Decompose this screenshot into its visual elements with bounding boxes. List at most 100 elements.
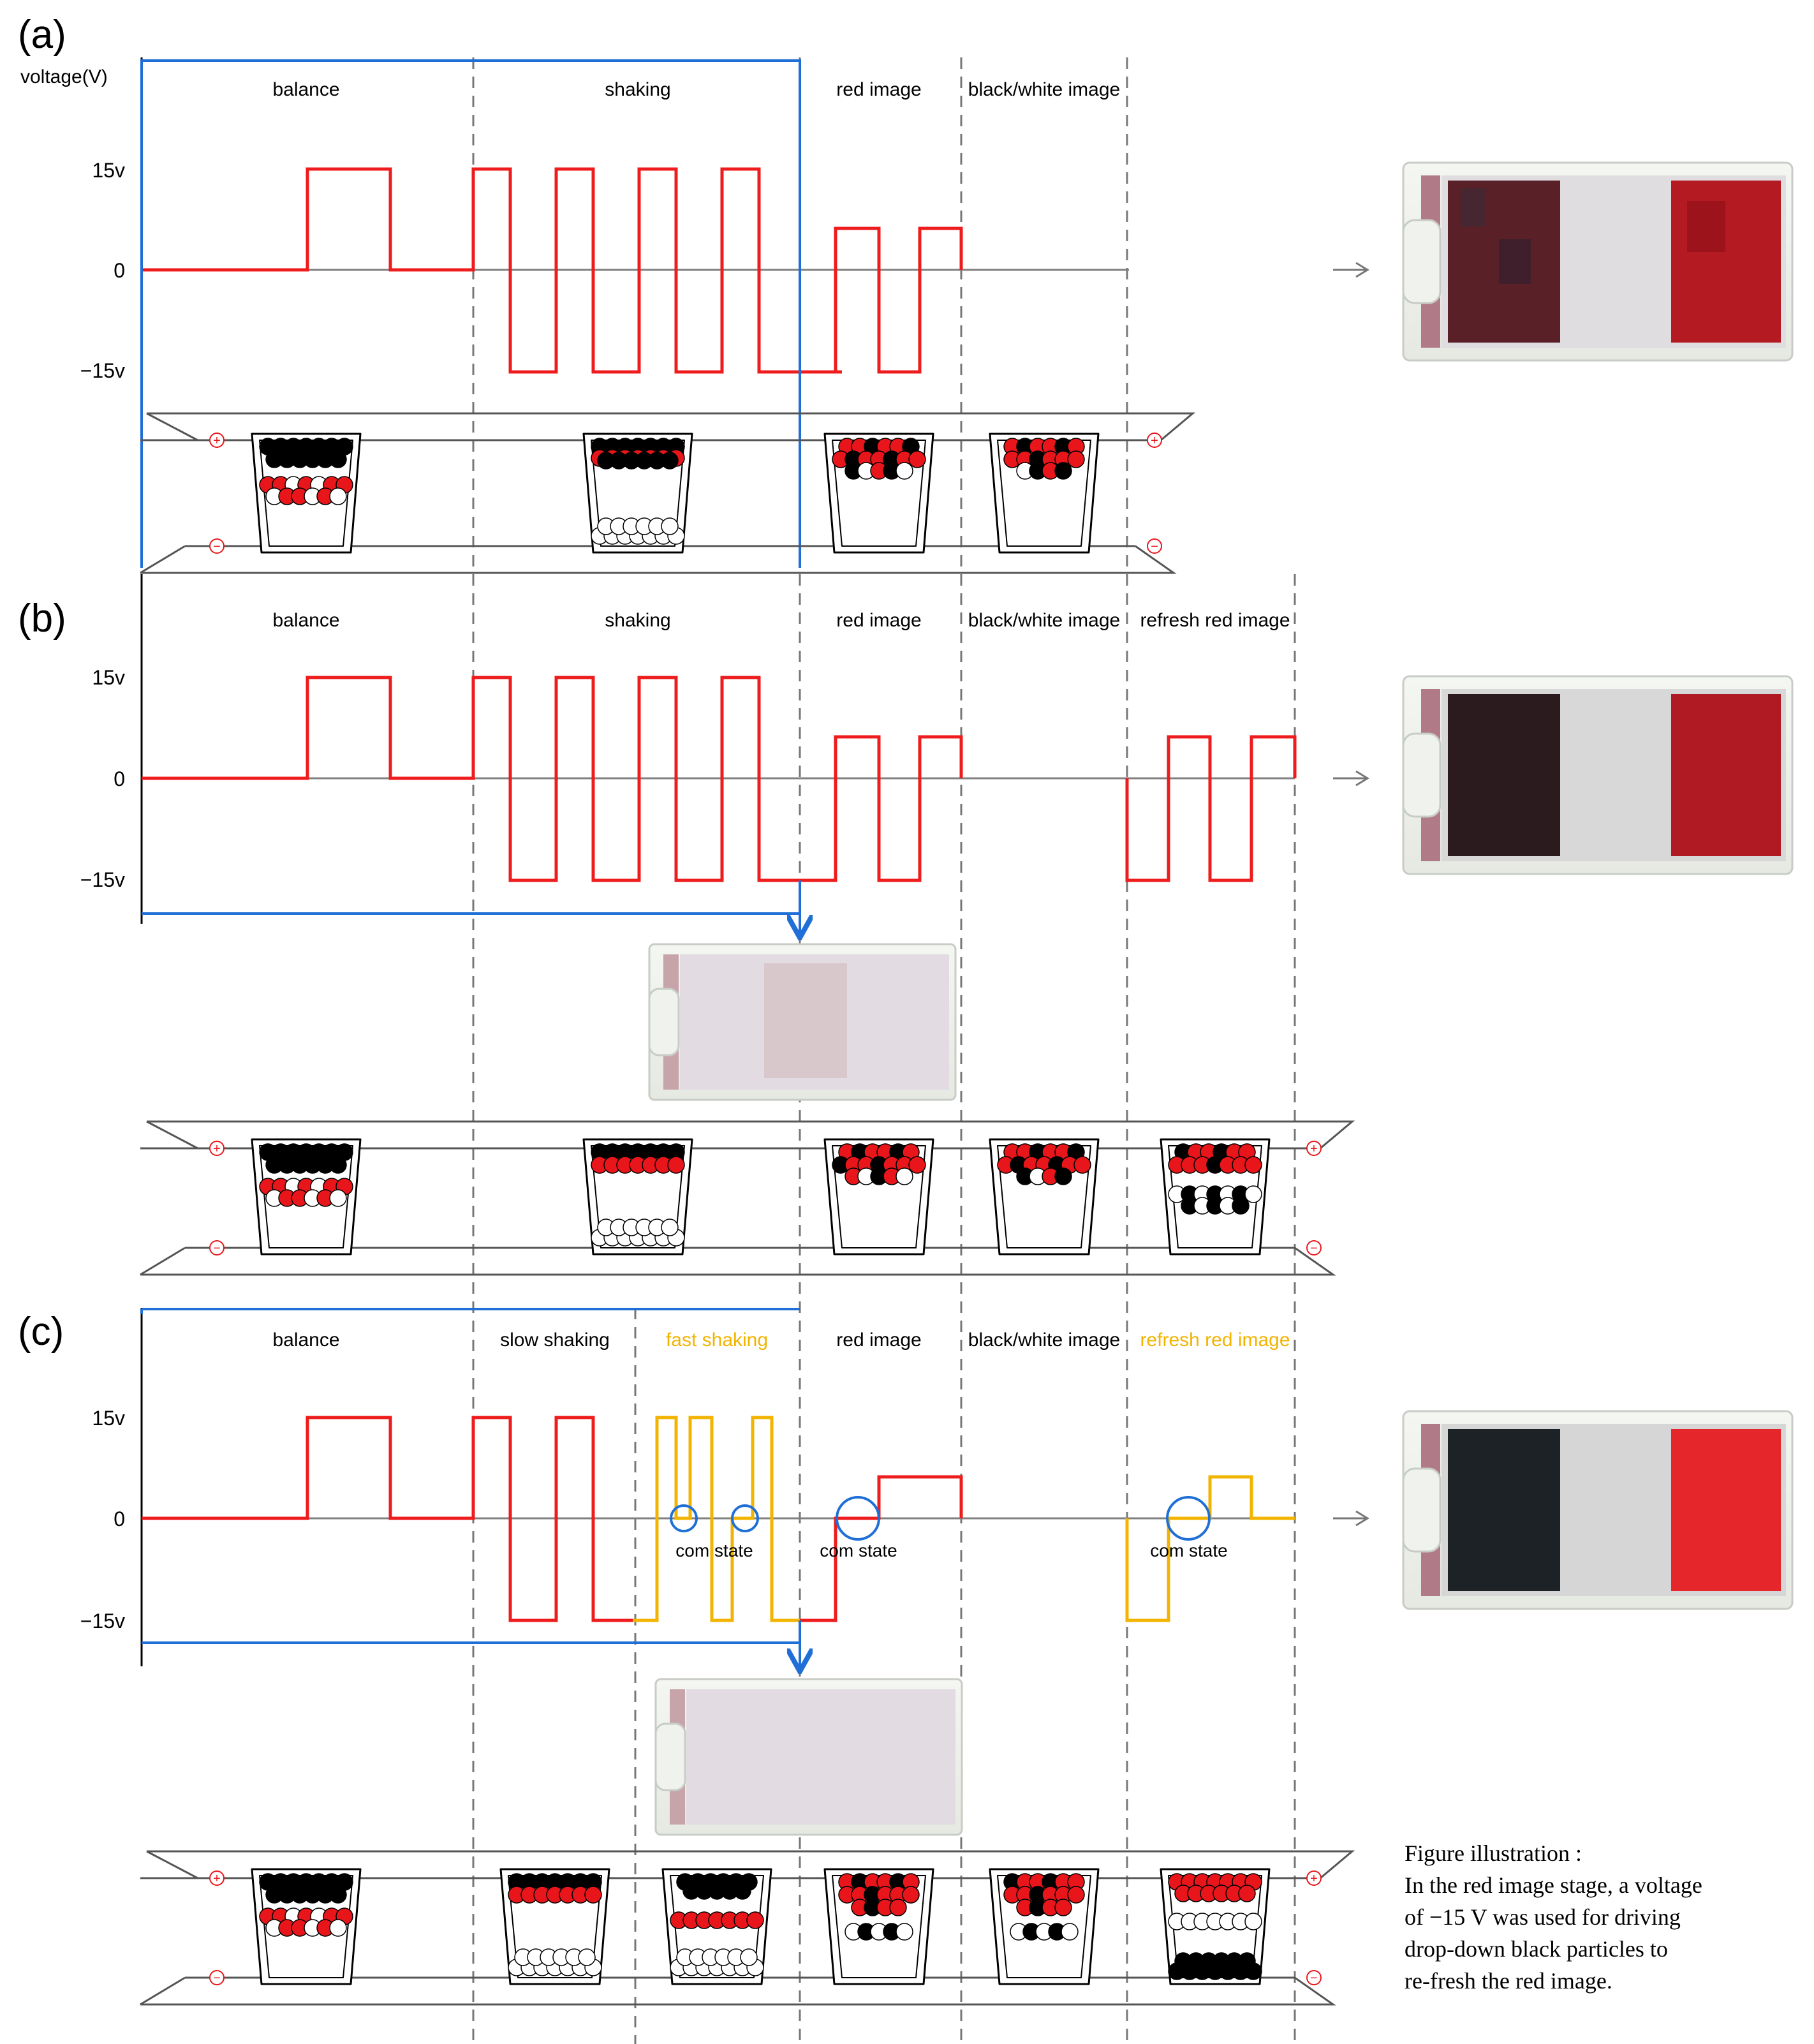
arrow-right-icon — [1333, 770, 1369, 787]
tick-zero: 0 — [114, 1507, 125, 1530]
tick-neg: −15v — [80, 359, 125, 382]
stage-label: shaking — [605, 610, 670, 631]
svg-text:+: + — [1151, 434, 1158, 448]
svg-text:+: + — [1310, 1872, 1318, 1886]
particle — [329, 450, 347, 468]
stage-label-highlight: fast shaking — [666, 1329, 768, 1351]
scan-bracket — [142, 912, 801, 935]
microcup — [251, 433, 362, 554]
panel-a: (a) voltage(V) 15v 0 −15v balance shakin… — [18, 13, 1794, 568]
particle — [329, 1919, 347, 1937]
particle — [896, 462, 913, 480]
caption-line: In the red image stage, a voltage — [1405, 1872, 1702, 1898]
minus-electrode-icon: − — [1147, 538, 1162, 554]
minus-electrode-icon: − — [1306, 1970, 1322, 1985]
particle — [1244, 1156, 1262, 1174]
microcup — [251, 1138, 362, 1255]
epd-photo — [1402, 1410, 1794, 1610]
bottom-electrode — [140, 1976, 1336, 2006]
svg-text:−: − — [213, 540, 221, 554]
tick-pos: 15v — [92, 1407, 125, 1430]
particle — [896, 1167, 913, 1185]
annotation: com state — [1150, 1541, 1227, 1560]
microcup — [989, 1868, 1100, 1985]
panel-b: (b) 15v 0 −15v balance shaking red image… — [18, 574, 1794, 1101]
microcup — [661, 1868, 772, 1985]
svg-text:−: − — [1310, 1971, 1318, 1985]
particle — [1061, 1923, 1079, 1941]
particle — [1067, 450, 1085, 468]
particle — [1073, 1156, 1091, 1174]
particle — [329, 487, 347, 505]
caption-line: re-fresh the red image. — [1405, 1968, 1612, 1994]
waveform-fast-shaking — [633, 1416, 800, 1622]
stage-label-highlight: refresh red image — [1140, 1329, 1290, 1351]
particle — [1067, 1886, 1085, 1904]
particle — [1054, 1167, 1072, 1185]
microcup — [823, 1868, 934, 1985]
particle — [1054, 462, 1072, 480]
epd-photo — [1402, 161, 1794, 362]
annotation: com state — [820, 1541, 897, 1560]
particle — [661, 1218, 679, 1236]
microcup — [989, 1138, 1100, 1255]
particle — [329, 1886, 347, 1904]
waveform — [142, 1416, 633, 1622]
particle — [1244, 1185, 1262, 1203]
particle — [908, 450, 926, 468]
stage-label: shaking — [605, 79, 670, 100]
svg-text:+: + — [213, 1872, 221, 1886]
particle — [329, 1156, 347, 1174]
epd-photo-intermediate — [654, 1678, 963, 1836]
particle — [1232, 1197, 1250, 1215]
microcup — [823, 433, 934, 554]
particle — [667, 1156, 685, 1174]
microcup — [989, 433, 1100, 554]
tick-zero: 0 — [114, 767, 125, 790]
particle — [661, 517, 679, 535]
com-state-marker — [1166, 1496, 1211, 1541]
microcups — [251, 433, 1271, 1985]
particle — [902, 1886, 920, 1904]
microcup — [1160, 1868, 1271, 1985]
panel-c: (c) 15v 0 −15v balance slow shaking fast… — [18, 1308, 1794, 1836]
epd-photo-intermediate — [648, 943, 957, 1101]
arrow-right-icon — [1333, 262, 1369, 278]
panel-b-label: (b) — [18, 596, 66, 641]
particle — [889, 1899, 907, 1916]
stage-label: black/white image — [968, 79, 1120, 100]
particle — [578, 1948, 596, 1966]
tick-neg: −15v — [80, 868, 125, 891]
particle — [896, 1923, 913, 1941]
microcup — [582, 1138, 693, 1255]
microcup — [582, 433, 693, 554]
plus-electrode-icon: + — [209, 1870, 225, 1886]
particle — [734, 1882, 751, 1900]
stage-label: red image — [836, 610, 921, 631]
annotation: com state — [675, 1541, 753, 1560]
microcup — [1160, 1138, 1271, 1255]
particle — [1244, 1962, 1262, 1980]
microcup — [823, 1138, 934, 1255]
com-state-marker — [731, 1504, 759, 1532]
com-state-marker — [670, 1504, 698, 1532]
stage-label: balance — [272, 610, 339, 631]
com-state-marker — [836, 1496, 880, 1541]
panel-a-label: (a) — [18, 13, 66, 57]
svg-text:−: − — [1310, 1241, 1318, 1255]
tick-pos: 15v — [92, 666, 125, 689]
svg-text:−: − — [213, 1971, 221, 1985]
stage-label: balance — [272, 79, 339, 100]
svg-text:−: − — [213, 1241, 221, 1255]
tick-neg: −15v — [80, 1610, 125, 1633]
stage-label: black/white image — [968, 1329, 1120, 1351]
scan-bracket — [140, 59, 801, 568]
particle — [740, 1948, 758, 1966]
epd-photo — [1402, 675, 1794, 875]
svg-text:−: − — [1151, 540, 1158, 554]
waveform-refresh — [1125, 735, 1297, 882]
svg-text:+: + — [213, 1142, 221, 1156]
microcup — [251, 1868, 362, 1985]
particle — [1054, 1899, 1072, 1916]
